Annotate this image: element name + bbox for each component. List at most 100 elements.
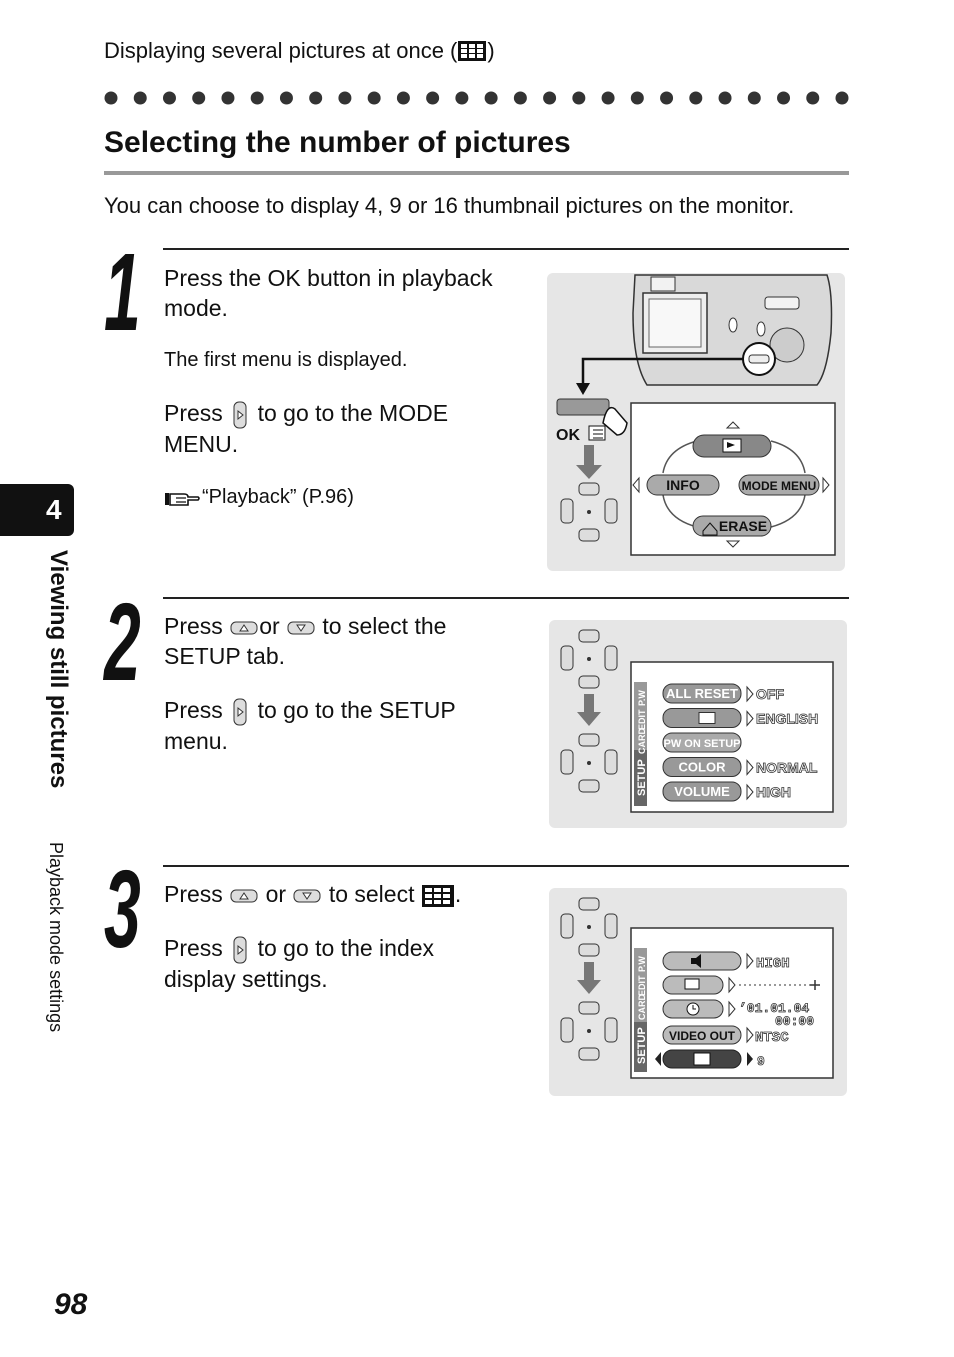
divider-dot (426, 91, 440, 105)
step-number: 2 (104, 581, 141, 704)
menu-row-value: NORMAL (756, 760, 818, 776)
dpad-icon (560, 733, 618, 793)
step-word: or (259, 613, 280, 639)
divider-dot (367, 91, 381, 105)
tab-setup: SETUP (636, 1027, 648, 1064)
tab-card: CARD (637, 728, 647, 754)
divider-dot (572, 91, 586, 105)
step-text: Press the OK button in playback mode. (164, 263, 493, 323)
tab-card: CARD (637, 994, 647, 1020)
intro-text: You can choose to display 4, 9 or 16 thu… (104, 193, 795, 218)
tab-pw: P.W (637, 956, 647, 972)
tab-edit: EDIT (637, 975, 647, 996)
dpad-icon (560, 1001, 618, 1061)
step-rule (163, 248, 849, 250)
right-button-icon (233, 698, 247, 726)
divider-dot (689, 91, 703, 105)
up-button-icon (230, 621, 258, 635)
illustration-panel: OK INFO MODE MENU ERASE (547, 273, 845, 571)
step-line: mode. (164, 295, 228, 321)
divider-dot (806, 91, 820, 105)
divider-dot (718, 91, 732, 105)
language-icon (698, 712, 716, 724)
step-word: to select (328, 881, 415, 907)
menu-row-label: COLOR (679, 760, 727, 775)
right-button-icon (233, 936, 247, 964)
row-value: HIGH (756, 956, 790, 972)
monitor-brightness-icon (684, 978, 700, 990)
step-word: Press (164, 613, 223, 639)
index-display-icon (421, 884, 454, 907)
step-line: menu. (164, 727, 228, 754)
menu-row-value: OFF (756, 686, 784, 702)
volume-icon (691, 954, 701, 968)
down-button-icon (287, 621, 315, 635)
arrow-right-icon (746, 710, 754, 727)
divider-dot (543, 91, 557, 105)
step-line: display settings. (164, 965, 328, 992)
menu-row-label: VOLUME (674, 784, 730, 799)
row-label: VIDEO OUT (669, 1029, 736, 1043)
divider-dot (104, 91, 118, 105)
arrow-right-icon (746, 685, 754, 703)
running-header: Displaying several pictures at once () (104, 38, 495, 64)
index-setting-illustration: P.W EDIT CARD SETUP HIGH ’01.01.04 00:00… (560, 897, 834, 1079)
chapter-tab: 4 (0, 484, 74, 536)
menu-row-button (662, 757, 742, 777)
camera-illustration: OK INFO MODE MENU ERASE (556, 274, 836, 556)
row-value: ’01.01.04 (739, 1001, 809, 1016)
step-rule (163, 597, 849, 599)
divider-dot (309, 91, 323, 105)
step-text: Press to go to the index display setting… (164, 933, 434, 994)
menu-row-button (662, 683, 742, 704)
page-number: 98 (54, 1288, 88, 1321)
menu-row-value: ENGLISH (756, 711, 818, 727)
step-line: MENU. (164, 430, 239, 457)
step-number: 3 (104, 848, 141, 971)
step-word: to select the (322, 613, 447, 639)
step-word: or (265, 881, 287, 907)
divider-dot (192, 91, 206, 105)
illustration-panel: P.W EDIT CARD SETUP HIGH ’01.01.04 00:00… (549, 888, 847, 1096)
mode-menu-button-label: MODE MENU (742, 479, 817, 493)
step-word: . (454, 881, 462, 907)
row-value: NTSC (755, 1030, 789, 1046)
menu-row-label: ALL RESET (666, 686, 738, 701)
divider-dot (396, 91, 410, 105)
step-rule (163, 865, 849, 867)
running-header-close: ) (487, 38, 495, 63)
step-word: to go to the index (257, 935, 435, 961)
reference-hand-icon (165, 492, 200, 506)
tab-edit: EDIT (637, 709, 647, 730)
menu-row-label: PW ON SETUP (663, 738, 740, 750)
divider-dot (513, 91, 527, 105)
step-note: The first menu is displayed. (164, 349, 408, 371)
step-text: Press to go to the SETUP menu. (164, 695, 456, 756)
divider-dot (835, 91, 849, 105)
row-value: 00:00 (775, 1014, 814, 1029)
down-button-icon (293, 889, 321, 903)
page-title: Selecting the number of pictures (104, 126, 571, 159)
divider-dot (162, 91, 176, 105)
step-word: to go to the MODE (257, 400, 449, 426)
row-value: 9 (757, 1054, 765, 1069)
divider-dot (250, 91, 264, 105)
divider-dot (601, 91, 615, 105)
step-word: Press (164, 881, 223, 907)
page-reference: “Playback” (P.96) (164, 484, 354, 510)
divider-dot (484, 91, 498, 105)
index-display-icon (458, 41, 487, 61)
arrow-right-icon (746, 759, 754, 776)
divider-dot (221, 91, 235, 105)
divider-dot (660, 91, 674, 105)
divider-dot (133, 91, 147, 105)
title-rule (104, 171, 849, 175)
divider-dot (630, 91, 644, 105)
divider-dot (747, 91, 761, 105)
menu-row-button (662, 732, 742, 753)
right-button-icon (233, 401, 247, 429)
step-text: Press or to select . (164, 879, 461, 909)
step-line: SETUP tab. (164, 643, 286, 669)
